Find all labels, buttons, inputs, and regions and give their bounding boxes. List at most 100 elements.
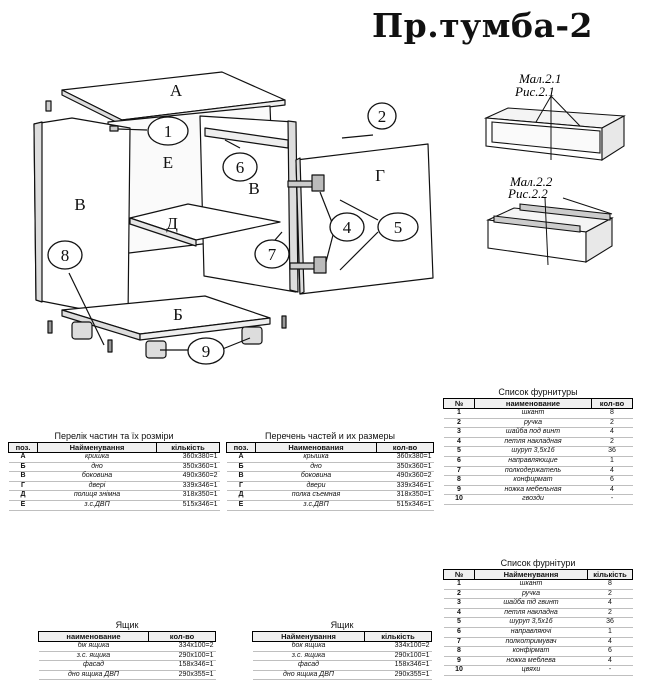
cell-qty: 4 (608, 599, 612, 607)
cell-pos: В (238, 472, 244, 480)
dowel-1 (45, 100, 52, 112)
cell-name: конфирмат (513, 476, 553, 484)
cell-num: 5 (457, 447, 461, 455)
cell-size: 350x360=1 (396, 462, 432, 470)
cell-size: 515x346=1 (182, 500, 218, 508)
panel-label-d: Д (166, 214, 178, 233)
cell-qty: 4 (610, 428, 614, 436)
hardware-table-ua: Список фурнітури № Найменування кількіст… (443, 558, 633, 676)
col-name: Наименования (255, 442, 377, 453)
cell-name: цвяхи (521, 666, 541, 674)
cell-size: 290x355=1 (178, 670, 214, 678)
cell-size: 339x346=1 (396, 481, 432, 489)
cell-size: 350x360=1 (182, 462, 218, 470)
col-pos: поз. (226, 442, 256, 453)
cell-size: 290x355=1 (394, 670, 430, 678)
panel-v-left-edge (33, 121, 43, 303)
col-num: № (443, 398, 475, 409)
cell-size: 334x100=2 (178, 642, 214, 649)
cell-qty: 36 (606, 618, 614, 626)
cell-size: 318x350=1 (182, 491, 218, 499)
callout-9: 9 (202, 342, 211, 361)
col-qty: кількість (364, 631, 432, 642)
panel-b-front (139, 317, 271, 341)
screw-2 (281, 315, 287, 329)
cell-qty: 36 (608, 447, 616, 455)
cell-num: 2 (457, 589, 461, 597)
col-name: Найменування (37, 442, 157, 453)
col-qty: кол-во (591, 398, 633, 409)
figure-drawer-rails (486, 203, 614, 263)
cell-size: 515x346=1 (396, 500, 432, 508)
cell-num: 8 (457, 647, 461, 655)
parts-table-ua: Перелік частин та їх розміри поз. Наймен… (8, 431, 220, 511)
cell-num: 9 (457, 485, 461, 493)
cell-name: двері (88, 481, 106, 489)
panel-label-a: А (170, 81, 183, 100)
cell-qty: 2 (608, 608, 612, 616)
cell-size: 360x380=1 (396, 453, 432, 460)
cell-qty: 6 (608, 647, 612, 655)
hardware-table-ua-caption: Список фурнітури (500, 558, 576, 568)
cell-name: конфірмат (512, 647, 550, 655)
cell-name: шуруп 3,5x16 (511, 447, 555, 455)
callout-4: 4 (343, 218, 352, 237)
cell-size: 158x346=1 (178, 661, 214, 669)
screw-3 (107, 339, 113, 353)
cell-num: 2 (457, 418, 461, 426)
callout-5: 5 (394, 218, 403, 237)
cell-name: фасад (297, 661, 319, 669)
panel-label-v-left: В (74, 195, 85, 214)
page-title: Пр.тумба-2 (372, 6, 594, 45)
cell-size: 290x100=1 (394, 651, 430, 659)
col-pos: поз. (8, 442, 38, 453)
cell-name: ручка (524, 418, 542, 426)
col-name: наименование (38, 631, 149, 642)
cell-name: шуруп 3,5x16 (509, 618, 553, 626)
cell-name: фасад (82, 661, 104, 669)
cell-pos: Д (238, 491, 244, 499)
callout-7-circle (254, 239, 290, 269)
parts-table-ru-caption: Перечень частей и их размеры (264, 431, 396, 441)
cell-num: 10 (455, 495, 463, 503)
leg-left (71, 321, 93, 340)
table-row: фасад 158x346=1 (38, 661, 216, 671)
col-name: Найменування (474, 569, 588, 580)
cell-num: 1 (457, 580, 461, 587)
cell-num: 7 (457, 466, 461, 474)
cell-name: полкодержатель (504, 466, 562, 474)
parts-table-ua-caption: Перелік частин та їх розміри (54, 431, 174, 441)
callout-6-circle (222, 152, 258, 182)
panel-v-right-edge (287, 120, 299, 293)
cell-size: 290x100=1 (178, 651, 214, 659)
cell-qty: 8 (610, 409, 614, 416)
table-row: 8 конфірмат 6 (443, 647, 633, 657)
cell-name: бік ящика (77, 642, 110, 649)
cell-pos: Е (238, 500, 244, 508)
cell-pos: Б (238, 462, 244, 470)
cell-qty: 2 (610, 437, 614, 445)
cell-num: 7 (457, 637, 461, 645)
panel-d-edge (129, 217, 197, 247)
panel-label-g: Г (375, 166, 385, 185)
cell-name: крышка (303, 453, 329, 460)
cell-num: 8 (457, 476, 461, 484)
cell-name: шкант (519, 580, 543, 587)
callout-6: 6 (236, 158, 245, 177)
col-name: Найменування (252, 631, 365, 642)
callout-7: 7 (268, 245, 277, 264)
cell-qty: 2 (608, 589, 612, 597)
